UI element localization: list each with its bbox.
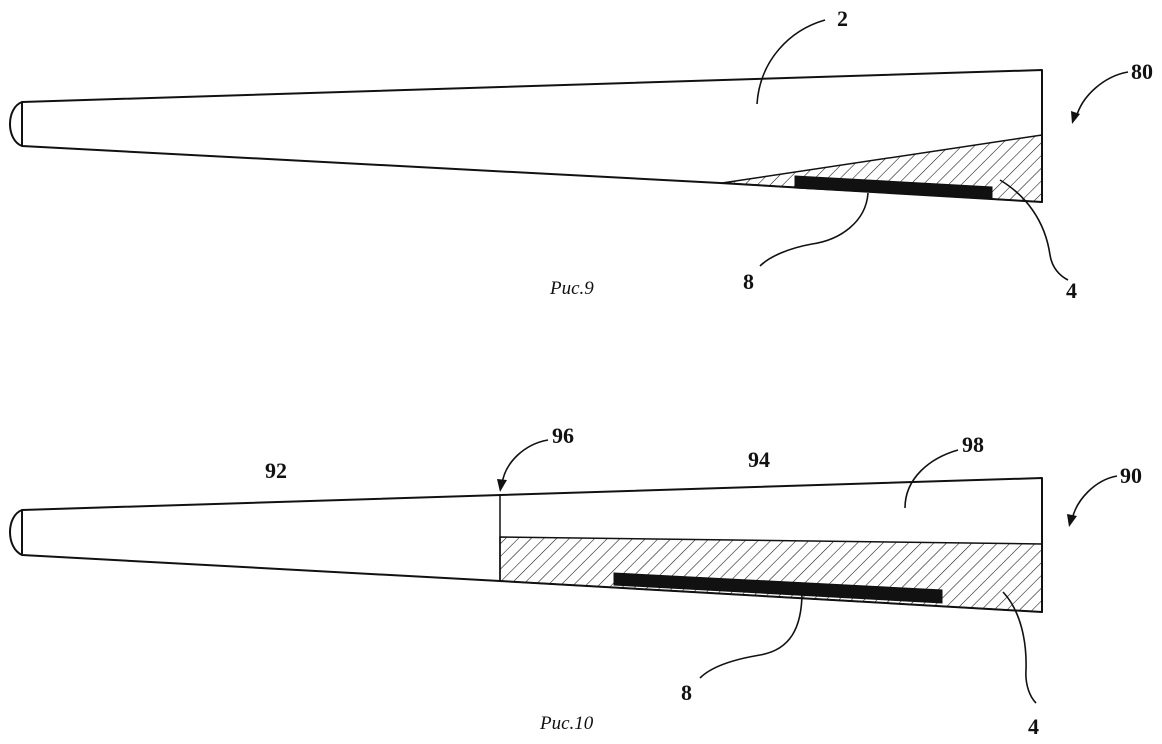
label-8: 8 [743,269,754,294]
label-98: 98 [962,432,984,457]
figure-10: 92 94 96 98 90 8 4 Рис.10 [9,423,1142,739]
figure-caption: Рис.10 [539,713,594,734]
leader-4 [1002,591,1037,704]
insert-region [499,536,1043,613]
spar-bar [613,572,943,604]
leader-8 [699,591,803,679]
arrow-90 [1067,514,1077,527]
arrow-96 [497,479,507,492]
arrow-80 [1071,111,1080,124]
root-cap [9,509,23,556]
label-92: 92 [265,458,287,483]
label-4: 4 [1066,278,1077,303]
label-94: 94 [748,447,770,472]
figure-9: 2 80 8 4 Рис.9 [9,6,1153,303]
root-cap [9,101,23,147]
leader-98 [904,449,959,509]
label-2: 2 [837,6,848,31]
leader-90 [1071,475,1118,521]
label-96: 96 [552,423,574,448]
label-90: 90 [1120,463,1142,488]
leader-80 [1075,71,1129,119]
leader-96 [501,439,549,485]
leader-4 [999,179,1069,281]
spar-bar [794,175,993,199]
leader-2 [756,19,826,105]
label-80: 80 [1131,59,1153,84]
label-8: 8 [681,680,692,705]
leader-8 [759,192,869,267]
label-4: 4 [1028,714,1039,739]
figure-caption: Рис.9 [549,278,594,299]
